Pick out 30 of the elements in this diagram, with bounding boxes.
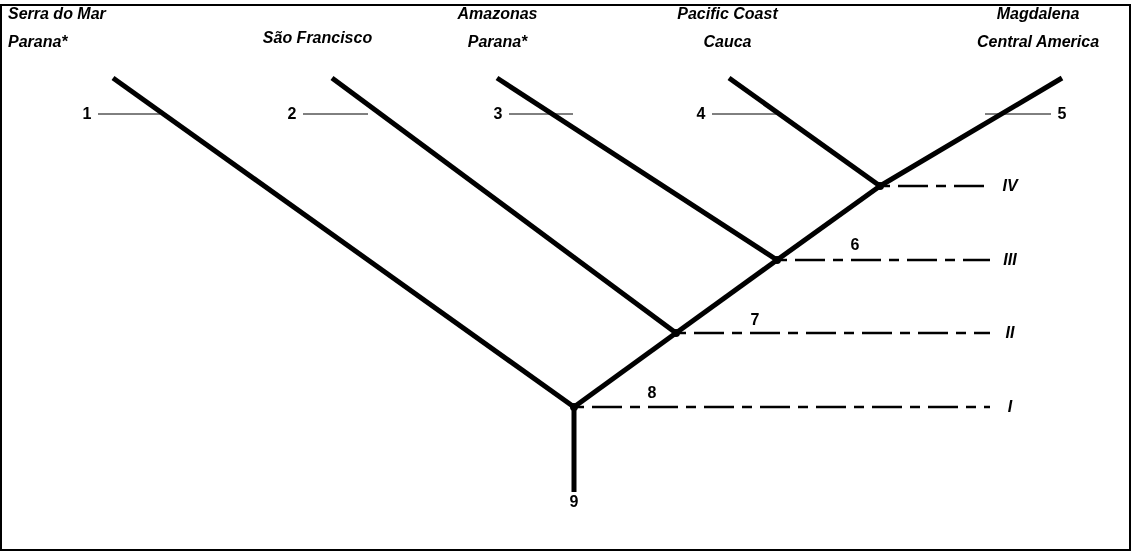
node-number: 4	[692, 104, 710, 124]
clade-numeral: III	[990, 250, 1030, 270]
branch-point	[876, 182, 884, 190]
taxon-name: Cauca	[703, 32, 752, 52]
node-number: 2	[283, 104, 301, 124]
node-number: 9	[564, 492, 584, 514]
node-number: 1	[78, 104, 96, 124]
taxon-name: Serra do Mar	[8, 4, 106, 24]
node-number: 5	[1053, 104, 1071, 124]
node-number: 6	[849, 235, 861, 255]
leader-line	[97, 113, 161, 115]
leader-line	[508, 113, 574, 115]
clade-numeral: II	[990, 323, 1030, 343]
node-number: 7	[749, 310, 761, 330]
taxon-name: Central America	[976, 32, 1100, 52]
node-number: 3	[489, 104, 507, 124]
taxon-name: Pacific Coast	[677, 4, 778, 24]
taxon-name: Parana*	[467, 32, 528, 52]
leader-line	[302, 113, 369, 115]
taxon-name: Magdalena	[996, 4, 1080, 24]
taxon-name: Parana*	[8, 32, 68, 52]
taxon-name: São Francisco	[262, 28, 373, 48]
branch-point	[773, 256, 781, 264]
clade-numeral: IV	[990, 176, 1030, 196]
clade-numeral: I	[990, 397, 1030, 417]
branch-point	[672, 329, 680, 337]
leader-line	[984, 113, 1052, 115]
branch-point	[570, 403, 578, 411]
taxon-name: Amazonas	[457, 4, 538, 24]
node-number: 8	[646, 383, 658, 403]
